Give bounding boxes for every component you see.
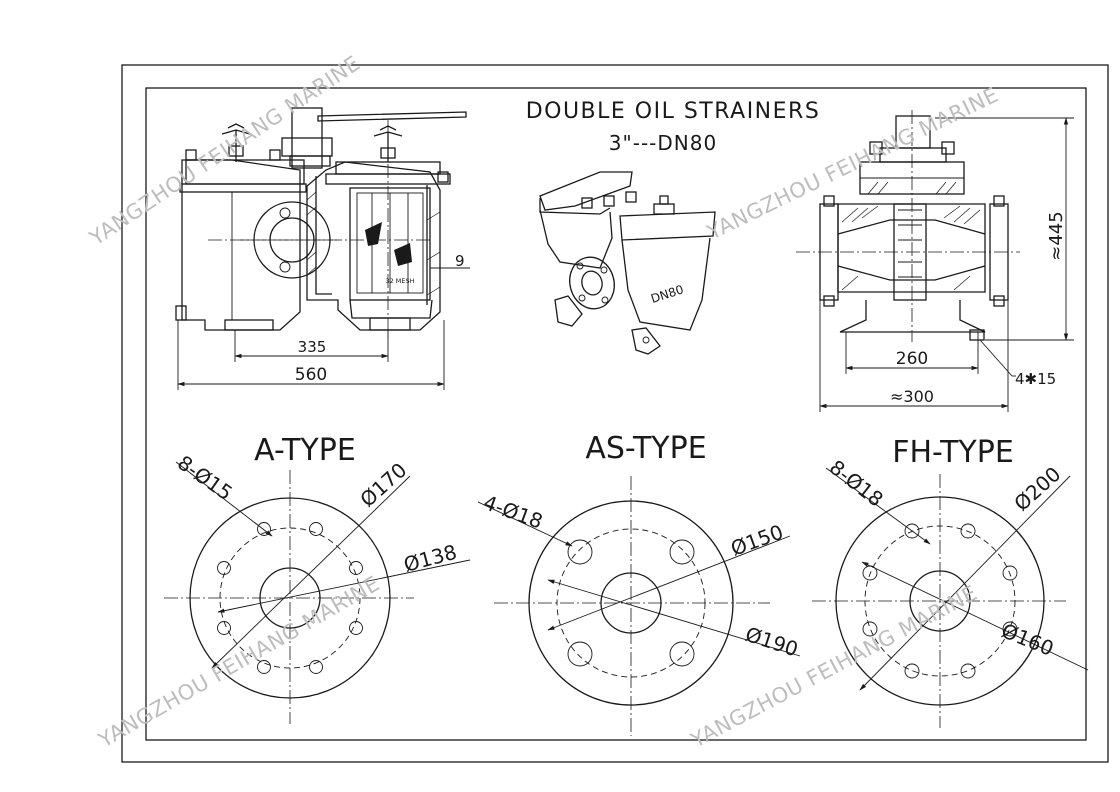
watermarks: YANGZHOU FEIHANG MARINE YANGZHOU FEIHANG…	[85, 51, 1003, 753]
a-type-pcd: Ø138	[401, 540, 459, 577]
dim-9: 9	[455, 252, 465, 270]
outer-border	[121, 64, 1109, 763]
drawing-title: DOUBLE OIL STRAINERS	[526, 99, 821, 124]
fh-type-holes: 8-Ø18	[825, 455, 888, 512]
as-type-holes: 4-Ø18	[480, 490, 546, 533]
dim-300: ≈300	[890, 387, 934, 406]
dim-560: 560	[295, 365, 327, 385]
dim-445: ≈445	[1046, 211, 1067, 260]
flange-fh-type: FH-TYPE 8-Ø18 Ø200 Ø160	[812, 435, 1089, 728]
side-view: ≈445 260 ≈300 4✱15	[796, 110, 1074, 412]
fh-type-pcd: Ø160	[998, 618, 1057, 660]
dim-335: 335	[298, 338, 327, 356]
dim-260: 260	[896, 349, 928, 369]
front-section-view: 32 MESH 9 335 560	[175, 107, 470, 390]
a-type-holes: 8-Ø15	[173, 450, 237, 505]
as-type-outer-dia: Ø190	[742, 622, 801, 661]
dim-base-holes: 4✱15	[1015, 370, 1056, 388]
inner-border	[145, 87, 1087, 741]
as-type-pcd: Ø150	[728, 520, 787, 561]
watermark: YANGZHOU FEIHANG MARINE	[94, 571, 384, 752]
iso-body-label: DN80	[649, 282, 685, 306]
watermark: YANGZHOU FEIHANG MARINE	[686, 581, 981, 753]
flange-as-type: AS-TYPE 4-Ø18 Ø150 Ø190	[477, 431, 801, 736]
as-type-title: AS-TYPE	[585, 431, 706, 466]
a-type-title: A-TYPE	[254, 433, 356, 468]
isometric-view: DN80	[539, 171, 716, 355]
drawing-subtitle: 3"---DN80	[609, 131, 717, 155]
fh-type-title: FH-TYPE	[892, 435, 1014, 470]
a-type-outer-dia: Ø170	[355, 458, 411, 512]
mesh-label: 32 MESH	[385, 277, 414, 285]
